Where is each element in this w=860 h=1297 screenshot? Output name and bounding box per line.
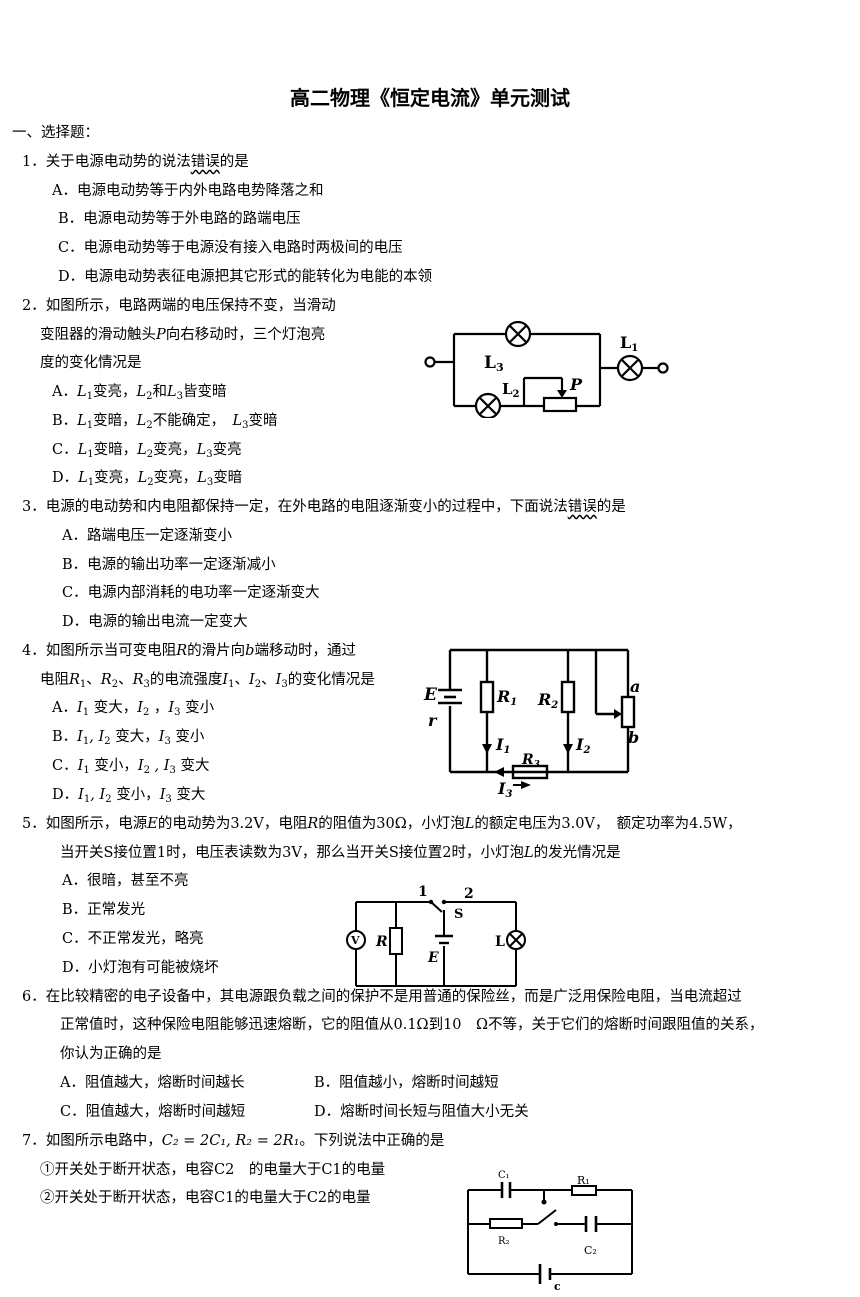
label-l1: L1 — [620, 333, 638, 354]
label-e: E — [423, 685, 438, 705]
question-5-option-a: A．很暗，甚至不亮 — [62, 873, 189, 889]
question-1-option-b: B．电源电动势等于外电路的路端电压 — [58, 211, 301, 227]
question-5-option-d: D．小灯泡有可能被烧坏 — [62, 960, 219, 976]
question-6-option-c: C．阻值越大，熔断时间越短 — [60, 1104, 246, 1120]
question-6-stem-line2: 正常值时，这种保险电阻能够迅速熔断，它的阻值从0.1Ω到10 Ω不等，关于它们的… — [60, 1017, 764, 1033]
question-6-stem-line3: 你认为正确的是 — [60, 1046, 162, 1062]
question-4-circuit-diagram: E r R1 R2 R3 I1 I2 I3 a b — [423, 648, 640, 800]
question-4-option-c: C．I1 变小，I2 , I3 变大 — [52, 758, 210, 776]
question-2-option-c: C．L1变暗，L2变亮，L3变亮 — [52, 442, 242, 460]
question-5-stem-line2: 当开关S接位置1时，电压表读数为3V，那么当开关S接位置2时，小灯泡L的发光情况… — [60, 845, 621, 861]
question-2-option-d: D．L1变亮，L2变亮，L3变暗 — [52, 470, 243, 488]
label-r1: R₁ — [577, 1174, 590, 1187]
question-5-option-b: B．正常发光 — [62, 902, 146, 918]
label-r2: R2 — [537, 690, 558, 711]
label-switch-s: S — [454, 907, 463, 922]
question-2-stem-line3: 度的变化情况是 — [40, 355, 142, 371]
question-3-option-a: A．路端电压一定逐渐变小 — [62, 528, 232, 544]
question-3-stem: 3．电源的电动势和内电阻都保持一定，在外电路的电阻逐渐变小的过程中，下面说法错误… — [22, 499, 626, 515]
label-p: P — [569, 375, 583, 394]
question-3-option-c: C．电源内部消耗的电功率一定逐渐变大 — [62, 585, 320, 601]
label-r: r — [428, 711, 438, 730]
label-r2: R₂ — [498, 1236, 510, 1247]
question-5-option-c: C．不正常发光，略亮 — [62, 931, 204, 947]
question-1-option-d: D．电源电动势表征电源把其它形式的能转化为电能的本领 — [58, 269, 433, 285]
question-4-stem-line1: 4．如图所示当可变电阻R的滑片向b端移动时，通过 — [22, 643, 356, 659]
question-6-option-d: D．熔断时间长短与阻值大小无关 — [314, 1104, 529, 1120]
question-4-option-d: D．I1, I2 变小，I3 变大 — [52, 787, 206, 805]
question-2-stem-line1: 2．如图所示，电路两端的电压保持不变，当滑动 — [22, 298, 336, 314]
label-c2: C₂ — [584, 1244, 597, 1257]
question-2-circuit-diagram: L3 L2 P L1 — [424, 320, 669, 418]
question-1-option-a: A．电源电动势等于内外电路电势降落之和 — [52, 183, 324, 199]
question-4-stem-line2: 电阻R1、R2、R3的电流强度I1、I2、I3的变化情况是 — [40, 672, 375, 690]
emphasis-text: 错误 — [567, 499, 597, 515]
emphasis-text: 错误 — [190, 154, 220, 170]
question-7-statement-2: ②开关处于断开状态，电容C1的电量大于C2的电量 — [40, 1190, 371, 1206]
label-r1: R1 — [496, 687, 517, 708]
question-3-option-b: B．电源的输出功率一定逐渐减小 — [62, 557, 276, 573]
question-6-option-b: B．阻值越小，熔断时间越短 — [314, 1075, 499, 1091]
label-b: b — [628, 728, 639, 747]
question-4-option-b: B．I1, I2 变大，I3 变小 — [52, 729, 205, 747]
formula: C₂ = 2C₁, R₂ = 2R₁ — [161, 1133, 300, 1149]
label-r: R — [375, 934, 388, 950]
question-5-circuit-diagram: 1 2 S V R E L — [346, 884, 526, 987]
label-c1: C₁ — [498, 1170, 510, 1181]
label-l: L — [495, 934, 505, 950]
label-position-1: 1 — [418, 884, 428, 900]
question-2-stem-line2: 变阻器的滑动触头P向右移动时，三个灯泡亮 — [40, 327, 326, 343]
question-7-circuit-diagram: C₁ R₁ R₂ C₂ c — [467, 1170, 633, 1293]
question-2-option-b: B．L1变暗，L2不能确定， L3变暗 — [52, 413, 278, 431]
label-l3: L3 — [484, 353, 504, 374]
label-i3: I3 — [497, 779, 512, 800]
question-3-option-d: D．电源的输出电流一定变大 — [62, 614, 248, 630]
page-title: 高二物理《恒定电流》单元测试 — [290, 86, 570, 110]
question-7-statement-1: ①开关处于断开状态，电容C2 的电量大于C1的电量 — [40, 1162, 386, 1178]
label-r3: R3 — [521, 752, 540, 770]
label-voltmeter: V — [350, 934, 360, 947]
question-1-option-c: C．电源电动势等于电源没有接入电路时两极间的电压 — [58, 240, 403, 256]
section-heading: 一、选择题： — [12, 125, 99, 141]
label-l2: L2 — [502, 380, 520, 400]
question-7-stem: 7．如图所示电路中，C₂ = 2C₁, R₂ = 2R₁。下列说法中正确的是 — [22, 1133, 445, 1149]
label-a: a — [630, 677, 640, 696]
label-position-2: 2 — [464, 886, 474, 902]
question-1-stem: 1．关于电源电动势的说法错误的是 — [22, 154, 249, 170]
question-6-option-a: A．阻值越大，熔断时间越长 — [60, 1075, 245, 1091]
question-5-stem-line1: 5．如图所示，电源E的电动势为3.2V，电阻R的阻值为30Ω，小灯泡L的额定电压… — [22, 816, 742, 832]
label-i1: I1 — [495, 735, 510, 756]
question-6-stem-line1: 6．在比较精密的电子设备中，其电源跟负载之间的保护不是用普通的保险丝，而是广泛用… — [22, 989, 742, 1005]
label-c: c — [554, 1280, 561, 1293]
question-4-option-a: A．I1 变大，I2 ，I3 变小 — [52, 700, 215, 718]
label-e: E — [427, 950, 439, 966]
label-i2: I2 — [575, 735, 590, 756]
question-2-option-a: A．L1变亮，L2和L3皆变暗 — [52, 384, 227, 402]
